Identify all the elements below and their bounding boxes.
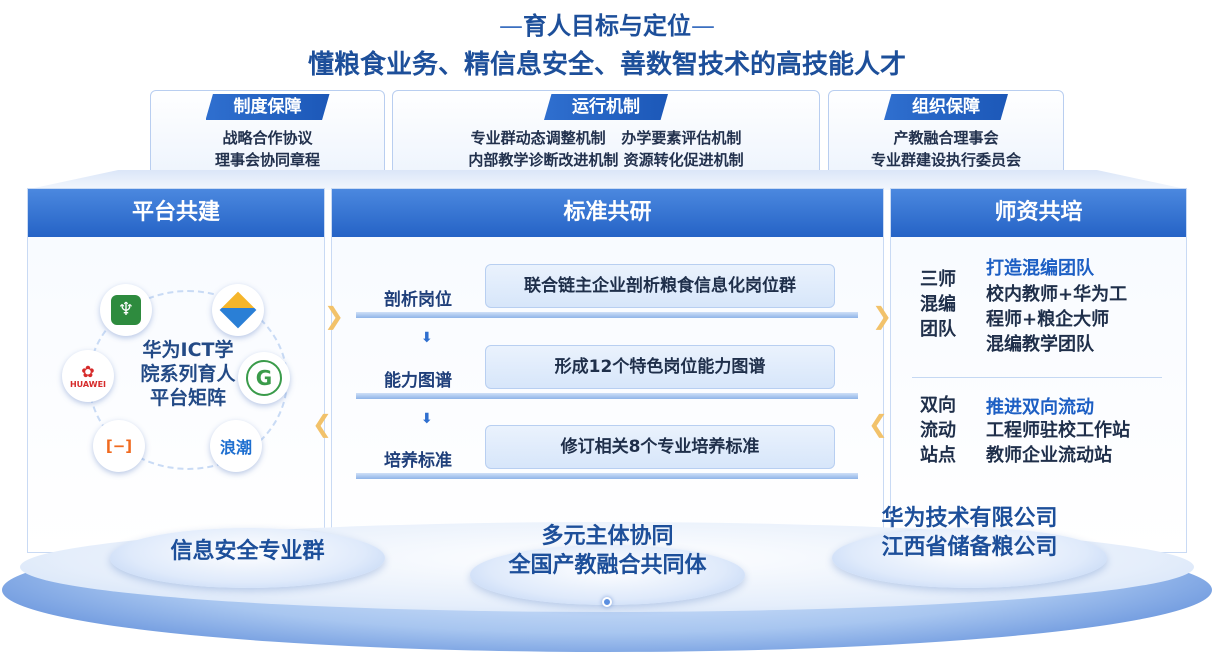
card-system-guarantee: 制度保障 战略合作协议 理事会协同章程 ⌄ <box>150 90 385 179</box>
huawei-wordmark: HUAWEI <box>69 379 107 389</box>
row-box: 形成12个特色岗位能力图谱 <box>485 345 835 389</box>
card-line: 战略合作协议 <box>222 129 313 147</box>
g-badge-logo-icon: G <box>238 352 290 404</box>
alibaba-logo-icon: [−] <box>93 420 145 472</box>
row-divider <box>356 393 858 399</box>
center-dot <box>602 597 612 607</box>
group-vertical-label: 三师 混编 团队 <box>920 269 956 340</box>
row-divider <box>356 312 858 318</box>
row-label: 能力图谱 <box>384 371 452 391</box>
group-vertical-label: 双向 流动 站点 <box>920 395 956 466</box>
arrow-left-icon: ❮ <box>868 410 889 438</box>
pedestal-right <box>832 528 1107 588</box>
column-header: 标准共研 <box>332 189 883 237</box>
card-line: 产教融合理事会 <box>893 129 999 147</box>
group-title: 打造混编团队 <box>986 258 1094 279</box>
arrow-down-icon: ⬇ <box>421 411 433 427</box>
arrow-left-icon: ❮ <box>312 410 333 438</box>
pedestal-label: 信息安全专业群 <box>170 539 325 564</box>
pedestal-center <box>470 545 745 605</box>
cube-logo-icon <box>212 284 264 336</box>
card-line: 内部教学诊断改进机制 资源转化促进机制 <box>468 151 744 169</box>
card-operation-mechanism: 运行机制 专业群动态调整机制 办学要素评估机制 内部教学诊断改进机制 资源转化促… <box>392 90 820 179</box>
inspur-logo-icon: 浪潮 <box>210 420 262 472</box>
huawei-logo-icon: ✿ HUAWEI <box>62 350 114 402</box>
pedestal-label: 华为技术有限公司 江西省储备粮公司 <box>881 506 1058 560</box>
row-box: 修订相关8个专业培养标准 <box>485 425 835 469</box>
title-dash-left: — <box>499 12 523 40</box>
pedestal-left <box>110 528 385 588</box>
card-tag: 制度保障 <box>205 94 330 120</box>
row-box: 联合链主企业剖析粮食信息化岗位群 <box>485 264 835 308</box>
arrow-down-icon: ⬇ <box>421 330 433 346</box>
platform-matrix-label: 华为ICT学 院系列育人 平台矩阵 <box>118 338 258 410</box>
card-line: 专业群建设执行委员会 <box>870 151 1021 169</box>
top-band <box>25 170 1190 190</box>
row-divider <box>356 473 858 479</box>
goal-subtitle: 懂粮食业务、精信息安全、善数智技术的高技能人才 <box>307 50 906 80</box>
grain-logo-icon: ♆ <box>100 284 152 336</box>
title-dash-right: — <box>691 12 715 40</box>
card-line: 专业群动态调整机制 办学要素评估机制 <box>470 129 742 147</box>
column-header: 师资共培 <box>891 189 1186 237</box>
group-text: 校内教师+华为工 程师+粮企大师 混编教学团队 <box>986 284 1128 355</box>
center-line: 院系列育人 <box>140 363 236 385</box>
center-line: 平台矩阵 <box>149 387 226 409</box>
arrow-right-icon: ❯ <box>324 302 345 330</box>
column-header: 平台共建 <box>28 189 324 237</box>
card-tag: 组织保障 <box>884 94 1008 120</box>
arrow-right-icon: ❯ <box>872 302 893 330</box>
row-label: 剖析岗位 <box>384 290 452 310</box>
card-line: 理事会协同章程 <box>214 151 320 169</box>
group-text: 工程师驻校工作站 教师企业流动站 <box>986 420 1130 466</box>
goal-title-text: 育人目标与定位 <box>523 12 691 40</box>
group-divider <box>912 377 1162 378</box>
pedestal-label: 多元主体协同 全国产教融合共同体 <box>508 524 707 578</box>
card-tag: 运行机制 <box>544 94 668 120</box>
row-label: 培养标准 <box>384 451 452 471</box>
goal-title: —育人目标与定位— <box>0 6 1214 41</box>
card-organization-guarantee: 组织保障 产教融合理事会 专业群建设执行委员会 ⌄ <box>828 90 1064 179</box>
teacher-column: 师资共培 <box>890 188 1187 553</box>
group-title: 推进双向流动 <box>986 397 1094 418</box>
center-line: 华为ICT学 <box>142 339 234 361</box>
